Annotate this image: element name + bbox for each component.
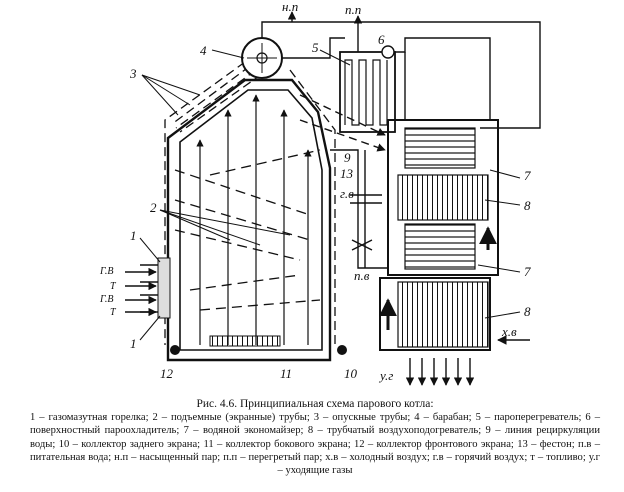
label-9: 9 [344,150,351,165]
label-7b: 7 [524,264,531,279]
label-13: 13 [340,166,354,181]
recirculation-line [330,149,388,269]
label-7a: 7 [524,168,531,183]
label-hot-air-2: Г.В [99,294,114,305]
label-4: 4 [200,43,207,58]
front-screen-collector [170,345,180,355]
label-superheated-steam: п.п [345,2,361,17]
label-cold-air: х.в [501,324,517,339]
label-fuel-2: Т [110,307,117,318]
label-3: 3 [129,66,137,81]
label-1a: 1 [130,228,137,243]
boiler-schematic: н.п п.п г.в п.в Г.В Т Г.В Т х.в у.г 1 1 … [99,0,541,386]
label-1b: 1 [130,336,137,351]
riser-tubes [196,94,312,345]
burners [125,257,171,319]
label-feedwater: п.в [354,268,370,283]
caption-title: Рис. 4.6. Принципиальная схема парового … [196,398,434,410]
label-6: 6 [378,32,385,47]
labels: н.п п.п г.в п.в Г.В Т Г.В Т х.в у.г 1 1 … [99,0,531,383]
downcomer-tubes [164,61,336,345]
convective-shaft [379,119,530,386]
figure-caption: Рис. 4.6. Принципиальная схема парового … [30,398,600,477]
caption-legend: 1 – газомазутная горелка; 2 – подъемные … [30,412,600,477]
label-5: 5 [312,40,319,55]
label-2: 2 [150,200,157,215]
label-saturated-steam: н.п [282,0,298,14]
label-10: 10 [344,366,358,381]
desuperheater [381,37,491,120]
label-hot-air-1: Г.В [99,266,114,277]
drum [241,37,283,79]
label-12: 12 [160,366,174,381]
label-8a: 8 [524,198,531,213]
label-fuel-1: Т [110,281,117,292]
label-8b: 8 [524,304,531,319]
side-screen-collector [209,335,281,347]
label-hot-air-out: г.в [340,186,354,201]
superheater [339,15,396,133]
rear-screen-collector [337,345,347,355]
label-11: 11 [280,366,292,381]
furnace [166,78,332,362]
label-flue-gas: у.г [378,368,393,383]
